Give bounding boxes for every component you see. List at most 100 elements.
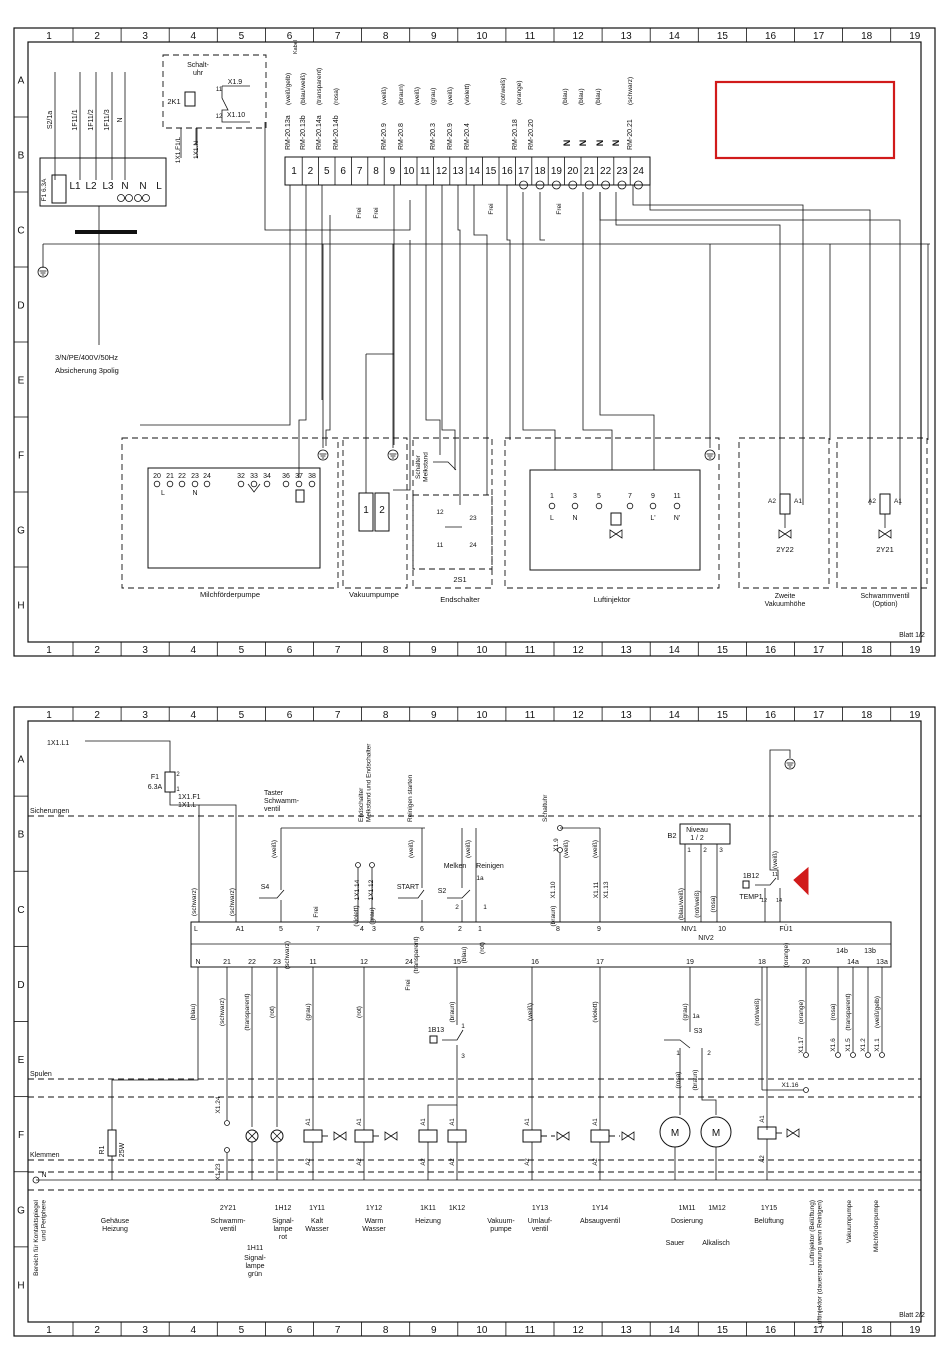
ground-icon	[704, 449, 716, 461]
timer-box	[162, 54, 267, 129]
controller-top-pin: 9	[597, 926, 601, 933]
column-number-bottom: 11	[525, 645, 536, 656]
column-number-bottom: 16	[765, 645, 777, 656]
wire-color: (rosa)	[333, 88, 340, 105]
column-number-bottom: 7	[335, 645, 341, 656]
column-number-top: 1	[46, 710, 52, 721]
milch-terminal-dot	[203, 480, 211, 488]
milch-terminal: 33	[250, 473, 258, 480]
terminal	[879, 1052, 885, 1058]
column-number-top: 12	[573, 710, 585, 721]
wire	[325, 215, 331, 446]
x-label: X1.23	[215, 1163, 222, 1180]
supply-wire-label: 1F11/3	[104, 109, 111, 130]
wire-color: (orange)	[516, 80, 523, 105]
terminal	[803, 1052, 809, 1058]
column-number-bottom: 10	[476, 1325, 488, 1336]
coil-a2: A2	[593, 1158, 599, 1166]
row-letter: D	[17, 301, 24, 312]
b2-label: B2	[667, 831, 676, 840]
ground-icon	[387, 449, 399, 461]
column-number-top: 3	[142, 710, 148, 721]
rm-label: RM-20.14b	[333, 115, 340, 150]
row-letter: F	[18, 451, 24, 462]
luft-sub: L	[550, 515, 554, 522]
supply-wire-label: 1F11/2	[88, 109, 95, 130]
sheet-number: Blatt 1/2	[899, 632, 925, 639]
valve-code: 2Y21	[876, 545, 894, 554]
strip-terminal: 15	[485, 166, 497, 177]
milch-terminal: 34	[263, 473, 271, 480]
bereich-label: Bereich für Kontaktspiegelund Periphere	[33, 1199, 47, 1275]
coil-icon	[590, 1129, 610, 1143]
wire-color: (weiß)	[271, 840, 278, 858]
frei-label: Frei	[373, 207, 380, 218]
consumer-code: 1Y14	[592, 1205, 608, 1212]
sheet-1: 1122334455667788991010111112121313141415…	[13, 27, 936, 657]
wire	[393, 240, 411, 491]
column-number-top: 7	[335, 31, 341, 42]
controller-top-pin: 7	[316, 926, 320, 933]
x-label: X1.9	[553, 838, 560, 852]
strip-terminal: 19	[551, 166, 563, 177]
niv-pin: 3	[719, 847, 723, 854]
luft-terminal-dot	[595, 502, 603, 510]
column-number-bottom: 3	[142, 1325, 148, 1336]
column-number-bottom: 13	[621, 645, 633, 656]
milch-terminal: 21	[166, 473, 174, 480]
x-label: X1.24	[215, 1096, 222, 1113]
wire	[599, 192, 655, 470]
consumer-name: Schwamm-ventil	[210, 1218, 246, 1233]
temp1-label: TEMP1	[739, 894, 762, 901]
wire	[506, 185, 511, 440]
controller-top-pin: L	[194, 926, 198, 933]
column-number-top: 19	[909, 710, 921, 721]
luft-terminal: 3	[573, 493, 577, 500]
endschalter-code: 2S1	[453, 575, 466, 584]
supply-cable-bar	[75, 230, 137, 234]
supply-terminal: L3	[102, 181, 114, 192]
milch-terminal-dot	[295, 480, 303, 488]
consumer-code: 1Y11	[309, 1205, 325, 1212]
controller-bottom-pin: 16	[531, 959, 539, 966]
endsch-pin: 11	[437, 542, 444, 549]
endschalter-title: SchalterMelkstand	[415, 452, 429, 482]
melken-label: Melken	[444, 863, 467, 870]
milch-terminal-dot	[263, 480, 271, 488]
milch-terminal: 32	[237, 473, 245, 480]
coil-a2: A2	[357, 1158, 363, 1166]
column-number-bottom: 14	[669, 1325, 681, 1336]
column-number-top: 2	[94, 31, 100, 42]
sheet-frame	[13, 27, 936, 657]
luft-box	[504, 437, 720, 589]
consumer-code: 1H12	[275, 1205, 292, 1212]
strip-terminal: 6	[340, 166, 346, 177]
x1l-label: 1X1.L	[178, 802, 196, 809]
frei-label: Frei	[356, 207, 363, 218]
milch-sub-l: L	[161, 490, 165, 497]
sheet-frame	[13, 706, 936, 1337]
controller-top-pin: 4	[360, 926, 364, 933]
wire-color: (braun)	[398, 84, 405, 105]
controller-bottom-pin: N	[195, 959, 200, 966]
column-number-top: 11	[525, 710, 536, 721]
wire	[264, 122, 411, 231]
x-label: X1.6	[830, 1038, 837, 1052]
wire	[599, 192, 901, 505]
valve-a2: A2	[868, 498, 876, 505]
strip-terminal: 1	[291, 166, 297, 177]
strip-terminal: 9	[390, 166, 396, 177]
column-number-top: 3	[142, 31, 148, 42]
wire-color: (transparent)	[244, 993, 251, 1030]
luft-terminal-dot	[673, 502, 681, 510]
x-label: 1X1.14	[354, 879, 361, 900]
row-letter: H	[17, 601, 24, 612]
switch-s3: S3	[694, 1028, 703, 1035]
milch-terminal: 22	[178, 473, 186, 480]
wire	[247, 1131, 257, 1141]
vakuum-label: Vakuumpumpe	[349, 590, 399, 599]
pin: 1	[483, 904, 487, 911]
column-number-bottom: 18	[861, 645, 873, 656]
niv2-label: NIV2	[698, 935, 714, 942]
